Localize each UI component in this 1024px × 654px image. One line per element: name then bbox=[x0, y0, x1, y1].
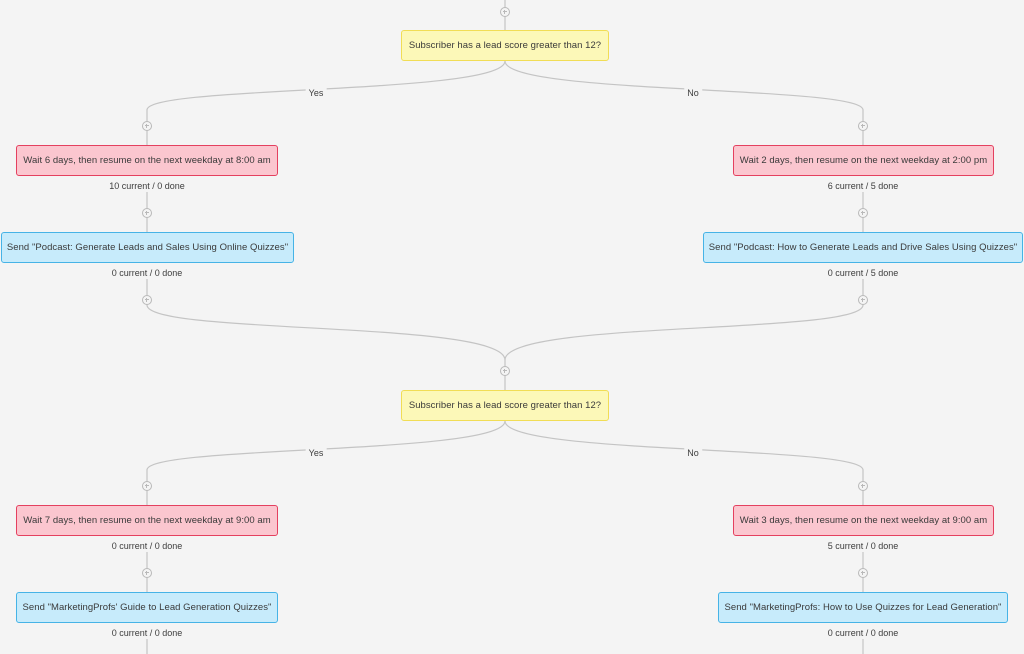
wait-stats: 10 current / 0 done bbox=[109, 181, 185, 191]
wait-node-yes[interactable]: Wait 7 days, then resume on the next wee… bbox=[16, 505, 278, 536]
plus-circle-icon[interactable] bbox=[142, 121, 152, 131]
wait-node-no[interactable]: Wait 2 days, then resume on the next wee… bbox=[733, 145, 994, 176]
email-stats: 0 current / 0 done bbox=[111, 628, 183, 638]
branch-label-yes: Yes bbox=[305, 88, 327, 98]
condition-node-lead-score[interactable]: Subscriber has a lead score greater than… bbox=[401, 390, 609, 421]
connector-merge-left bbox=[146, 279, 506, 390]
wait-stats: 5 current / 0 done bbox=[827, 541, 899, 551]
plus-circle-icon[interactable] bbox=[500, 366, 510, 376]
connector-no-branch bbox=[504, 420, 864, 505]
connector-yes-branch bbox=[146, 420, 506, 505]
email-text: Send "Podcast: Generate Leads and Sales … bbox=[6, 242, 289, 253]
wait-text: Wait 6 days, then resume on the next wee… bbox=[23, 155, 271, 166]
plus-circle-icon[interactable] bbox=[858, 568, 868, 578]
plus-circle-icon[interactable] bbox=[500, 7, 510, 17]
connector-no-branch bbox=[504, 60, 864, 145]
plus-circle-icon[interactable] bbox=[142, 568, 152, 578]
email-stats: 0 current / 5 done bbox=[827, 268, 899, 278]
email-text: Send "MarketingProfs' Guide to Lead Gene… bbox=[22, 602, 272, 613]
send-email-node-yes[interactable]: Send "MarketingProfs' Guide to Lead Gene… bbox=[16, 592, 278, 623]
wait-text: Wait 7 days, then resume on the next wee… bbox=[23, 515, 271, 526]
plus-circle-icon[interactable] bbox=[858, 481, 868, 491]
send-email-node-no[interactable]: Send "MarketingProfs: How to Use Quizzes… bbox=[718, 592, 1008, 623]
plus-circle-icon[interactable] bbox=[142, 295, 152, 305]
wait-stats: 6 current / 5 done bbox=[827, 181, 899, 191]
wait-text: Wait 3 days, then resume on the next wee… bbox=[739, 515, 988, 526]
email-text: Send "Podcast: How to Generate Leads and… bbox=[708, 242, 1018, 253]
branch-label-no: No bbox=[684, 88, 702, 98]
send-email-node-yes[interactable]: Send "Podcast: Generate Leads and Sales … bbox=[1, 232, 294, 263]
connector-merge-right bbox=[504, 279, 864, 361]
wait-node-no[interactable]: Wait 3 days, then resume on the next wee… bbox=[733, 505, 994, 536]
email-text: Send "MarketingProfs: How to Use Quizzes… bbox=[724, 602, 1002, 613]
plus-circle-icon[interactable] bbox=[142, 208, 152, 218]
wait-stats: 0 current / 0 done bbox=[111, 541, 183, 551]
send-email-node-no[interactable]: Send "Podcast: How to Generate Leads and… bbox=[703, 232, 1023, 263]
email-stats: 0 current / 0 done bbox=[111, 268, 183, 278]
connector-yes-branch bbox=[146, 60, 506, 145]
plus-circle-icon[interactable] bbox=[858, 121, 868, 131]
condition-text: Subscriber has a lead score greater than… bbox=[408, 40, 602, 51]
branch-label-no: No bbox=[684, 448, 702, 458]
plus-circle-icon[interactable] bbox=[858, 295, 868, 305]
condition-text: Subscriber has a lead score greater than… bbox=[408, 400, 602, 411]
wait-text: Wait 2 days, then resume on the next wee… bbox=[739, 155, 988, 166]
wait-node-yes[interactable]: Wait 6 days, then resume on the next wee… bbox=[16, 145, 278, 176]
plus-circle-icon[interactable] bbox=[142, 481, 152, 491]
condition-node-lead-score[interactable]: Subscriber has a lead score greater than… bbox=[401, 30, 609, 61]
branch-label-yes: Yes bbox=[305, 448, 327, 458]
email-stats: 0 current / 0 done bbox=[827, 628, 899, 638]
plus-circle-icon[interactable] bbox=[858, 208, 868, 218]
